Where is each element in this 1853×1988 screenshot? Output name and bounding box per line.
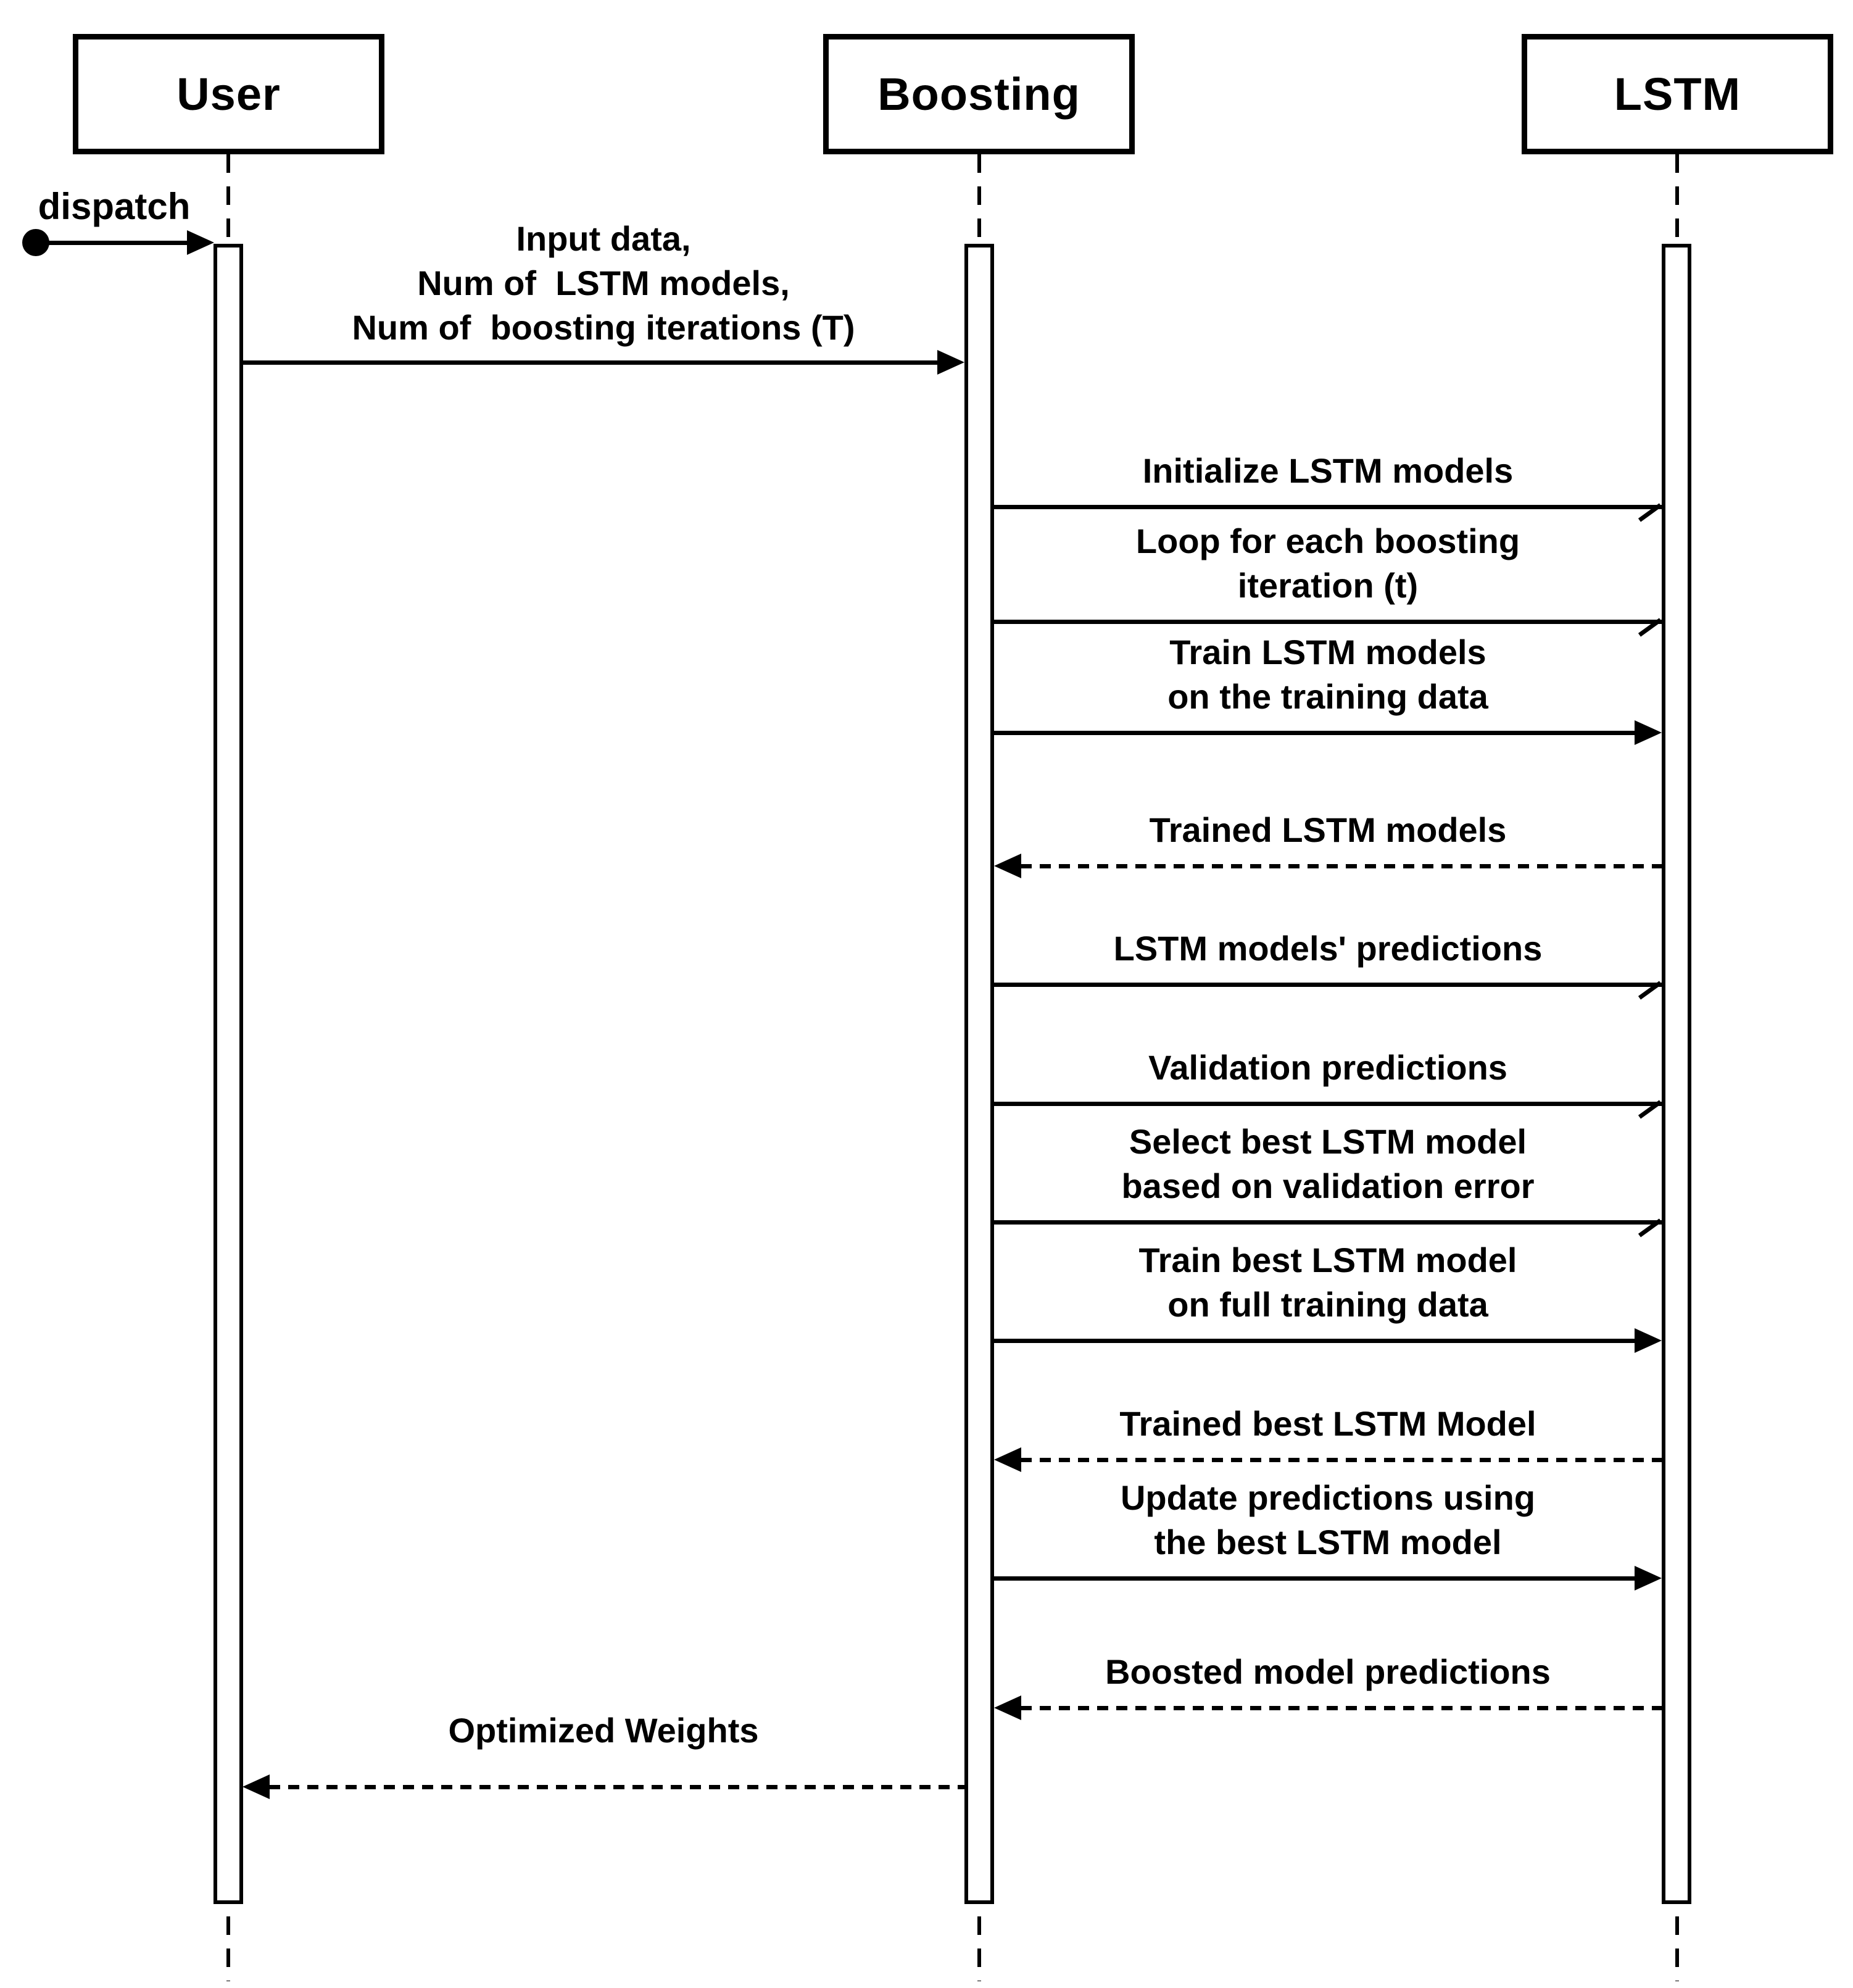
message-label-update-predictions: Update predictions using the best LSTM m… xyxy=(1120,1478,1536,1562)
message-label-dispatch: dispatch xyxy=(38,186,191,227)
filled-arrowhead-icon xyxy=(1635,720,1662,745)
message-label-validation-predictions: Validation predictions xyxy=(1148,1048,1507,1087)
message-line-loop-boosting-iteration xyxy=(994,620,1662,624)
message-line-dispatch xyxy=(36,241,187,245)
message-line-update-predictions xyxy=(994,1576,1635,1581)
actor-box-lstm: LSTM xyxy=(1522,34,1833,154)
message-line-validation-predictions xyxy=(994,1102,1662,1106)
activation-bar-boosting xyxy=(964,244,994,1904)
activation-bar-user xyxy=(213,244,243,1904)
filled-arrowhead-icon xyxy=(243,1774,270,1799)
lifeline-boosting-bottom xyxy=(977,1916,981,1981)
message-label-loop-boosting-iteration: Loop for each boosting iteration (t) xyxy=(1135,522,1520,605)
actor-label-boosting: Boosting xyxy=(877,69,1080,120)
message-label-select-best-lstm-model: Select best LSTM model based on validati… xyxy=(1121,1122,1535,1205)
message-label-boosted-model-predictions: Boosted model predictions xyxy=(1105,1652,1551,1691)
message-line-lstm-models-predictions xyxy=(994,983,1662,987)
message-line-boosted-model-predictions xyxy=(1021,1706,1662,1710)
filled-arrowhead-icon xyxy=(1635,1566,1662,1591)
message-label-initialize-lstm-models: Initialize LSTM models xyxy=(1142,451,1514,490)
filled-arrowhead-icon xyxy=(994,1447,1021,1472)
filled-arrowhead-icon xyxy=(1635,1328,1662,1353)
message-label-optimized-weights: Optimized Weights xyxy=(448,1711,759,1750)
message-line-initialize-lstm-models xyxy=(994,505,1662,509)
message-line-train-best-lstm-model xyxy=(994,1339,1635,1343)
lifeline-lstm-bottom xyxy=(1675,1916,1679,1981)
message-line-select-best-lstm-model xyxy=(994,1220,1662,1225)
lifeline-user-top xyxy=(226,154,230,244)
lifeline-boosting-top xyxy=(977,154,981,244)
lifeline-lstm-top xyxy=(1675,154,1679,244)
message-label-lstm-models-predictions: LSTM models' predictions xyxy=(1113,929,1543,968)
actor-box-user: User xyxy=(73,34,384,154)
filled-arrowhead-icon xyxy=(994,1695,1021,1720)
message-label-trained-lstm-models: Trained LSTM models xyxy=(1149,810,1507,849)
lifeline-user-bottom xyxy=(226,1916,230,1981)
filled-arrowhead-icon xyxy=(994,854,1021,878)
message-label-trained-best-lstm-model: Trained best LSTM Model xyxy=(1119,1404,1536,1443)
actor-box-boosting: Boosting xyxy=(823,34,1135,154)
message-label-train-lstm-models: Train LSTM models on the training data xyxy=(1167,633,1488,716)
message-line-input-data xyxy=(243,360,937,365)
actor-label-lstm: LSTM xyxy=(1614,69,1741,120)
message-line-trained-best-lstm-model xyxy=(1021,1458,1662,1462)
actor-label-user: User xyxy=(176,69,281,120)
message-line-trained-lstm-models xyxy=(1021,864,1662,868)
activation-bar-lstm xyxy=(1662,244,1691,1904)
message-label-input-data: Input data, Num of LSTM models, Num of b… xyxy=(352,219,855,347)
message-line-train-lstm-models xyxy=(994,731,1635,735)
filled-arrowhead-icon xyxy=(937,350,964,375)
message-line-optimized-weights xyxy=(269,1785,964,1789)
filled-arrowhead-icon xyxy=(187,230,214,255)
message-label-train-best-lstm-model: Train best LSTM model on full training d… xyxy=(1138,1241,1517,1324)
